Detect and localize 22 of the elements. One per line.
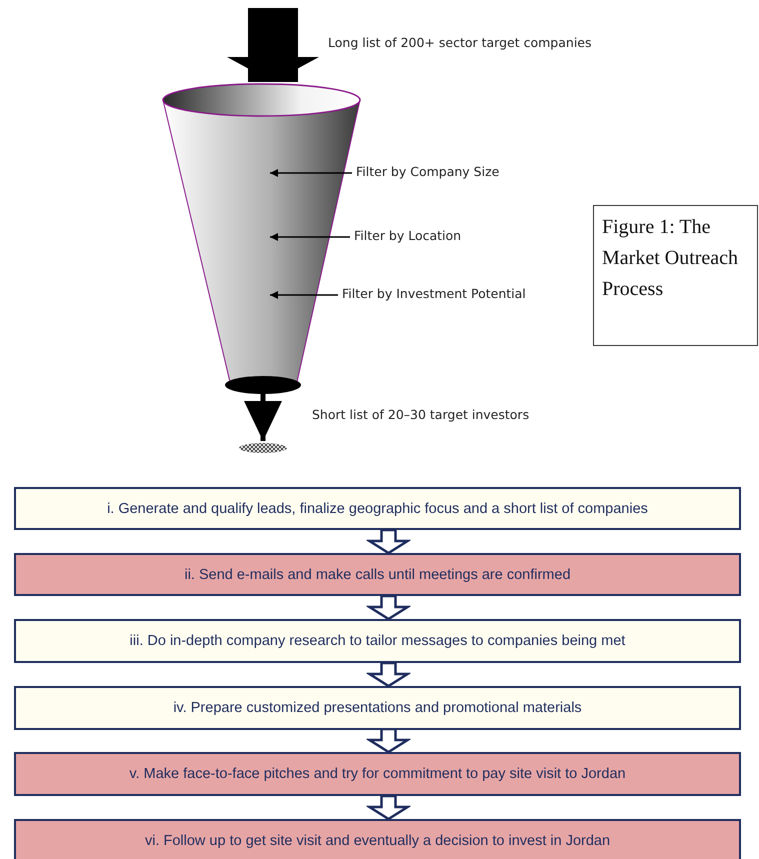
process-step-box <box>14 619 741 663</box>
step-text: v. Make face-to-face pitches and try for commitment to pay site visit to Jordan <box>129 766 626 782</box>
process-step-box <box>14 819 741 859</box>
caption-box <box>593 205 758 346</box>
step-text: iv. Prepare customized presentations and promotional materials <box>173 700 582 716</box>
block-arrow <box>227 8 319 82</box>
step-text: ii. Send e-mails and make calls until meetings are confirmed <box>184 566 571 582</box>
process-step-box <box>14 686 741 730</box>
list-label: Short list of 20–30 target investors <box>312 407 530 422</box>
step-text: iii. Do in-depth company research to tailor messages to companies being met <box>130 633 626 649</box>
arrow <box>270 291 338 299</box>
process-step-box <box>14 752 741 796</box>
step-text: i. Generate and qualify leads, finalize geographic focus and a short list of companies <box>107 500 648 516</box>
filter-label: Filter by Investment Potential <box>342 286 582 304</box>
process-step-box <box>14 553 741 596</box>
figure-caption: Figure 1: The Market Outreach Process <box>602 215 740 302</box>
step-text: vi. Follow up to get site visit and eventually a decision to invest in Jordan <box>144 833 610 849</box>
arrow <box>270 233 350 241</box>
filter-label: Filter by Location <box>354 228 504 246</box>
process-step-box <box>14 487 741 530</box>
list-label: Long list of 200+ sector target companies <box>328 35 592 50</box>
filter-label: Filter by Company Size <box>356 164 546 182</box>
